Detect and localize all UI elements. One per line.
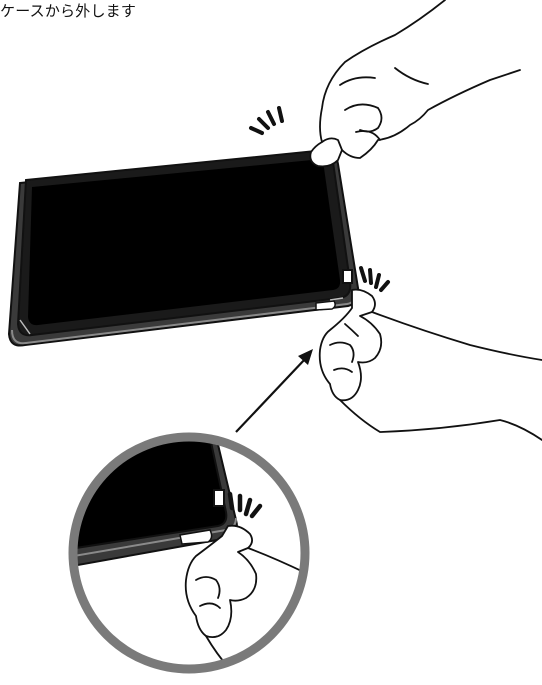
upper-hand <box>310 0 520 166</box>
zoomed-corner-clip <box>214 490 224 506</box>
case-slot <box>316 301 335 310</box>
motion-lines-icon <box>251 108 282 133</box>
motion-lines-icon <box>361 268 388 290</box>
corner-clip <box>343 270 352 283</box>
arrow-icon <box>236 349 313 432</box>
lower-hand <box>320 290 542 440</box>
zoom-detail-view <box>50 418 320 680</box>
tablet-in-case <box>9 151 359 346</box>
